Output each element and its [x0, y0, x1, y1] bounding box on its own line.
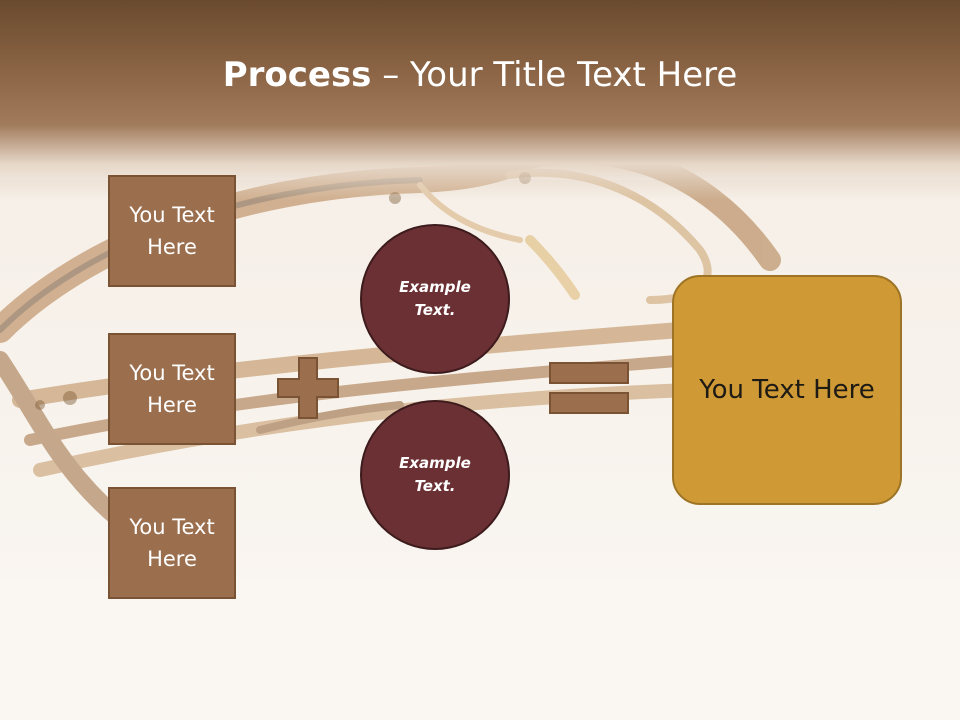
input-box-2: You Text Here: [108, 333, 236, 445]
result-box: You Text Here: [672, 275, 902, 505]
example-circle-1: Example Text.: [360, 224, 510, 374]
input-box-1-label: You Text Here: [129, 203, 215, 259]
plus-icon: [277, 357, 339, 419]
input-box-3-label: You Text Here: [129, 515, 215, 571]
input-box-1: You Text Here: [108, 175, 236, 287]
input-box-2-label: You Text Here: [129, 361, 215, 417]
header-band: [0, 0, 960, 200]
title-strong-text: Process: [222, 55, 372, 95]
equals-icon: [549, 362, 629, 414]
example-circle-2-label: Example Text.: [399, 454, 471, 495]
input-box-3: You Text Here: [108, 487, 236, 599]
title-rest-text: – Your Title Text Here: [371, 55, 738, 95]
slide-title: Process – Your Title Text Here: [0, 52, 960, 98]
example-circle-1-label: Example Text.: [399, 278, 471, 319]
result-box-label: You Text Here: [699, 375, 875, 405]
example-circle-2: Example Text.: [360, 400, 510, 550]
